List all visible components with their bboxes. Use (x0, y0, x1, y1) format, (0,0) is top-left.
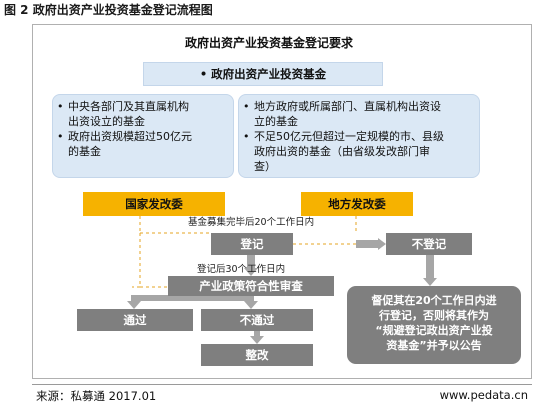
central-criteria-item: • 政府出资规模超过50亿元的基金 (57, 129, 227, 159)
urge-text-line: 资基金”并予以公告 (386, 339, 482, 352)
text-line: 立的基金 (254, 115, 298, 128)
not-register-box: 不登记 (386, 233, 472, 255)
fail-box: 不通过 (201, 309, 313, 331)
text-line: 中央各部门及其直属机构 (68, 100, 189, 113)
urge-text-line: 督促其在20个工作日内进 (371, 294, 497, 307)
central-criteria-item-text: 政府出资规模超过50亿元的基金 (68, 129, 192, 159)
pass-box: 通过 (77, 309, 193, 331)
diagram-frame (32, 24, 532, 379)
text-line: 出资设立的基金 (68, 115, 145, 128)
local-criteria-item-text: 不足50亿元但超过一定规模的市、县级政府出资的基金（由省级发改部门审查） (254, 129, 444, 174)
website-text: www.pedata.cn (439, 388, 528, 402)
urge-registration-box: 督促其在20个工作日内进行登记，否则将其作为 “规避登记政出资产业投资基金”并予以… (347, 286, 521, 364)
local-criteria-item-text: 地方政府或所属部门、直属机构出资设立的基金 (254, 99, 441, 129)
urge-text-line: 行登记，否则将其作为 (379, 309, 489, 322)
raise-deadline-note: 基金募集完毕后20个工作日内 (188, 217, 315, 228)
local-criteria-box: • 地方政府或所属部门、直属机构出资设立的基金 • 不足50亿元但超过一定规模的市、县… (238, 94, 480, 178)
fund-type-box: • 政府出资产业投资基金 (143, 62, 383, 86)
urge-text-line: “规避登记政出资产业投 (375, 324, 493, 337)
central-criteria-box: • 中央各部门及其直属机构出资设立的基金 • 政府出资规模超过50亿元的基金 (52, 94, 234, 178)
rectify-box: 整改 (201, 344, 313, 366)
local-criteria-item: • 不足50亿元但超过一定规模的市、县级政府出资的基金（由省级发改部门审查） (243, 129, 473, 174)
local-commission-box: 地方发改委 (301, 192, 413, 216)
bullet: • (243, 130, 250, 143)
national-commission-box: 国家发改委 (83, 192, 225, 216)
bullet: • (243, 100, 250, 113)
central-criteria-item: • 中央各部门及其直属机构出资设立的基金 (57, 99, 227, 129)
flow-arrows (247, 240, 434, 278)
local-criteria-item: • 地方政府或所属部门、直属机构出资设立的基金 (243, 99, 473, 129)
text-line: 政府出资规模超过50亿元 (68, 130, 192, 143)
footer-divider (32, 384, 532, 385)
register-deadline-note: 登记后30个工作日内 (197, 264, 286, 275)
register-box: 登记 (211, 233, 293, 255)
text-line: 不足50亿元但超过一定规模的市、县级 (254, 130, 444, 143)
bullet: • (57, 100, 64, 113)
policy-review-box: 产业政策符合性审查 (168, 276, 334, 296)
text-line: 地方政府或所属部门、直属机构出资设 (254, 100, 441, 113)
national-dashed-paths (132, 216, 357, 288)
flow-arrowheads (127, 238, 437, 344)
branch-stems (131, 295, 260, 336)
figure-title: 图 2 政府出资产业投资基金登记流程图 (4, 3, 213, 17)
requirements-title: 政府出资产业投资基金登记要求 (184, 36, 353, 50)
bullet: • (57, 130, 64, 143)
text-line: 的基金 (68, 145, 101, 158)
text-line: 查） (254, 160, 276, 173)
source-text: 来源：私募通 2017.01 (36, 389, 157, 403)
text-line: 政府出资的基金（由省级发改部门审 (254, 145, 430, 158)
central-criteria-item-text: 中央各部门及其直属机构出资设立的基金 (68, 99, 189, 129)
